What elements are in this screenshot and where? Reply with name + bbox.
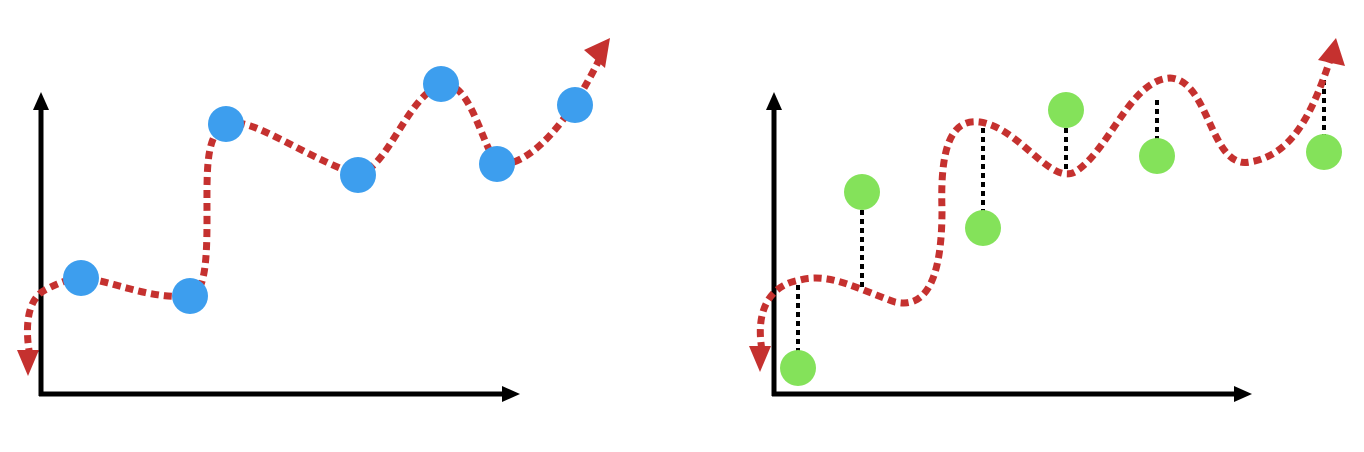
right-data-point (1306, 134, 1342, 170)
right-data-point (1139, 138, 1175, 174)
right-points (780, 92, 1342, 386)
left-data-point (479, 146, 515, 182)
left-x-axis-arrowhead (502, 386, 520, 402)
left-data-point (423, 66, 459, 102)
right-fit-curve (756, 58, 1334, 351)
right-axes (766, 92, 1252, 402)
left-y-axis-arrowhead (33, 92, 49, 110)
right-data-point (844, 174, 880, 210)
right-panel (749, 38, 1345, 402)
left-curve-start-arrowhead (17, 350, 39, 376)
right-data-point (965, 210, 1001, 246)
left-panel (17, 38, 610, 402)
right-x-axis-arrowhead (1234, 386, 1252, 402)
left-data-point (172, 278, 208, 314)
right-curve-end-arrowhead (1318, 38, 1345, 66)
left-fit-curve (23, 56, 604, 357)
right-data-point (1048, 92, 1084, 128)
left-axes (33, 92, 520, 402)
left-data-point (208, 106, 244, 142)
right-data-point (780, 350, 816, 386)
left-curve-end-arrowhead (584, 38, 610, 68)
left-data-point (340, 157, 376, 193)
right-curve-start-arrowhead (749, 346, 771, 372)
right-y-axis-arrowhead (766, 92, 782, 110)
left-data-point (557, 87, 593, 123)
left-points (63, 66, 593, 314)
left-data-point (63, 260, 99, 296)
